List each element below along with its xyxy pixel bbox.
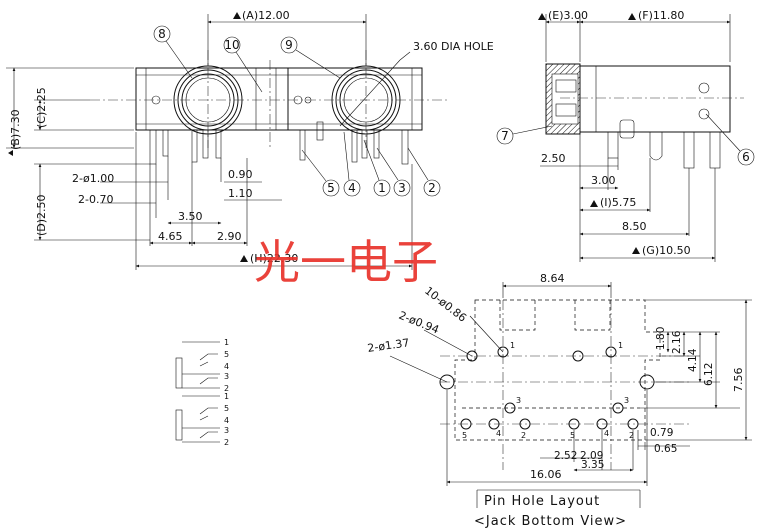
- dim-079: 0.79: [650, 427, 673, 439]
- pin-hole-layout: 1 1 3 3 5 4 2 5 4 2 8.64 10-ø0.86 2-ø0.9…: [367, 272, 752, 529]
- sch-upper-pin-3: 3: [224, 372, 229, 381]
- callout-10: 10: [223, 36, 263, 93]
- callout-6: 6: [705, 113, 755, 166]
- sch-lower-pin-5: 5: [224, 404, 229, 413]
- side-view: (E)3.00 (F)11.80 2.50 3.00 (I)5.75 8.50 …: [496, 9, 755, 262]
- svg-text:7: 7: [501, 129, 509, 143]
- dim-side-300: 3.00: [591, 174, 616, 187]
- callout-2: 2: [407, 147, 441, 197]
- bv-pin-2a: 2: [521, 431, 526, 440]
- dim-335: 3.35: [581, 459, 604, 471]
- dim-side-250: 2.50: [541, 152, 566, 165]
- dim-612: 6.12: [703, 363, 715, 386]
- svg-text:6: 6: [742, 150, 750, 164]
- callout-7: 7: [496, 125, 553, 145]
- dim-pin-width: 2-0.70: [78, 193, 113, 206]
- dim-209: 2.09: [580, 450, 603, 462]
- bottom-outline: [454, 299, 661, 441]
- callout-1: 1: [363, 139, 391, 197]
- callout-4: 4: [343, 131, 361, 197]
- svg-text:1: 1: [378, 181, 386, 195]
- dim-pin-dia: 2-ø1.00: [72, 172, 114, 185]
- svg-text:2: 2: [428, 181, 436, 195]
- dim-b: (B)7.30: [9, 109, 22, 150]
- bv-pin-3b: 3: [624, 396, 629, 405]
- svg-text:10: 10: [224, 38, 239, 52]
- watermark: 光一电子: [254, 235, 438, 289]
- bv-pin-4b: 4: [604, 429, 609, 438]
- sch-upper-pin-4: 4: [224, 362, 229, 371]
- bv-pin-3a: 3: [516, 396, 521, 405]
- bv-pin-5b: 5: [570, 431, 575, 440]
- svg-text:4: 4: [348, 181, 356, 195]
- dim-350: 3.50: [178, 210, 203, 223]
- bv-pin-5a: 5: [462, 431, 467, 440]
- dim-a: (A)12.00: [242, 9, 290, 22]
- dim-252: 2.52: [554, 450, 577, 462]
- dim-110: 1.10: [228, 187, 253, 200]
- svg-text:8: 8: [158, 27, 166, 41]
- front-pins: [149, 121, 409, 165]
- sch-lower-pin-2: 2: [224, 438, 229, 447]
- callout-5: 5: [301, 149, 340, 197]
- front-view: (A)12.00 3.60 DIA HOLE (B)7.30 (C)2.25 (…: [6, 9, 494, 270]
- dim-g: (G)10.50: [642, 244, 691, 257]
- dim-holes-2a: 2-ø0.94: [397, 309, 441, 337]
- dim-414: 4.14: [687, 348, 699, 372]
- sch-lower-pin-3: 3: [224, 426, 229, 435]
- bv-pin-4a: 4: [496, 429, 501, 438]
- sch-upper-pin-1: 1: [224, 338, 229, 347]
- dim-e: (E)3.00: [548, 9, 588, 22]
- svg-text:9: 9: [285, 38, 293, 52]
- sch-lower-pin-1: 1: [224, 392, 229, 401]
- callout-9: 9: [280, 36, 341, 79]
- dim-465: 4.65: [158, 230, 183, 243]
- dim-1606: 16.06: [530, 468, 562, 481]
- dim-090: 0.90: [228, 168, 253, 181]
- callout-3: 3: [376, 147, 411, 197]
- dim-f: (F)11.80: [638, 9, 684, 22]
- dim-side-850: 8.50: [622, 220, 647, 233]
- dim-d: (D)2.50: [35, 194, 48, 236]
- dim-756: 7.56: [732, 368, 745, 393]
- sch-upper-pin-5: 5: [224, 350, 229, 359]
- callout-8: 8: [153, 25, 193, 79]
- dim-dia-hole: 3.60 DIA HOLE: [413, 40, 494, 53]
- dim-h: (H)22.30: [250, 252, 298, 265]
- sch-upper-pin-2: 2: [224, 384, 229, 393]
- bv-pin-1a: 1: [510, 341, 515, 350]
- schematic-symbol: 1 5 4 3 2 1 5 4 3 2: [175, 338, 229, 447]
- dim-180: 1.80: [655, 327, 667, 350]
- dim-holes-10: 10-ø0.86: [422, 284, 469, 325]
- pin-hole-layout-title: Pin Hole Layout: [484, 494, 600, 509]
- pin-hole-layout-subtitle: <Jack Bottom View>: [474, 514, 627, 529]
- side-body: [579, 65, 731, 133]
- dim-holes-2b: 2-ø1.37: [367, 336, 411, 355]
- sch-lower-pin-4: 4: [224, 416, 229, 425]
- bv-pin-1b: 1: [618, 341, 623, 350]
- dim-065: 0.65: [654, 443, 677, 455]
- dim-216: 2.16: [671, 330, 683, 354]
- svg-text:5: 5: [327, 181, 335, 195]
- dim-c: (C)2.25: [35, 87, 48, 128]
- bv-pin-2b: 2: [629, 431, 634, 440]
- dim-i: (I)5.75: [600, 196, 636, 209]
- dim-864: 8.64: [540, 272, 565, 285]
- svg-text:3: 3: [398, 181, 406, 195]
- dim-290: 2.90: [217, 230, 242, 243]
